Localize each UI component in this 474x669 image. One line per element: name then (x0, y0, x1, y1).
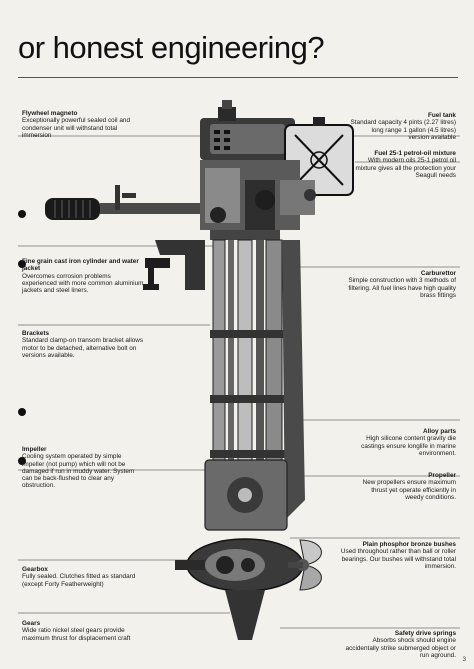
gearbox (175, 538, 304, 592)
callout-impeller-body: Cooling system operated by simple impell… (22, 453, 135, 490)
callout-bushes: Plain phosphor bronze bushes Used throug… (340, 541, 456, 570)
callout-carburettor-body: Simple construction with 3 methods of fi… (348, 277, 456, 299)
callout-fuel-tank-body: Standard capacity 4 pints (2.27 litres) … (350, 119, 457, 141)
callout-brackets-body: Standard clamp-on transom bracket allows… (22, 337, 144, 359)
binder-hole-4 (18, 457, 26, 465)
callout-springs-title: Safety drive springs (394, 630, 456, 637)
skeg (225, 590, 265, 640)
callout-impeller: Impeller Cooling system operated by simp… (22, 446, 140, 490)
propeller (288, 539, 322, 591)
callout-gears-body: Wide ratio nickel steel gears provide ma… (22, 627, 131, 642)
binder-hole-2 (18, 260, 26, 268)
headline-rule (18, 77, 458, 78)
callout-fuel-tank-title: Fuel tank (427, 112, 456, 119)
callout-alloy-body: High silicone content gravity die castin… (361, 435, 456, 457)
callout-carburettor: Carburettor Simple construction with 3 m… (345, 270, 456, 299)
callout-bushes-title: Plain phosphor bronze bushes (362, 541, 456, 548)
callout-flywheel: Flywheel magneto Exceptionally powerful … (22, 110, 147, 139)
binder-hole-3 (18, 408, 26, 416)
headline: or honest engineering? (18, 30, 325, 65)
binder-hole-1 (18, 210, 26, 218)
callout-bushes-body: Used throughout rather than ball or roll… (340, 548, 456, 570)
callout-flywheel-title: Flywheel magneto (22, 110, 78, 117)
callout-fuel-mixture-title: Fuel 25-1 petrol-oil mixture (374, 150, 456, 157)
callout-gearbox-title: Gearbox (22, 566, 48, 573)
callout-brackets: Brackets Standard clamp-on transom brack… (22, 330, 147, 359)
callout-impeller-title: Impeller (22, 446, 47, 453)
flywheel-housing (200, 100, 295, 160)
drive-leg (210, 230, 305, 531)
callout-propeller-title: Propeller (428, 472, 456, 479)
page-number: 3 (462, 657, 466, 663)
callout-gears-title: Gears (22, 620, 41, 627)
callout-fuel-mixture-body: With modern oils 25-1 petrol oil mixture… (355, 157, 456, 179)
transom-bracket (143, 240, 205, 290)
callout-alloy-title: Alloy parts (422, 428, 456, 435)
callout-propeller: Propeller New propellers ensure maximum … (355, 472, 456, 501)
callout-cylinder: Fine grain cast iron cylinder and water … (22, 258, 147, 294)
engine-block (200, 160, 316, 230)
callout-brackets-title: Brackets (22, 330, 50, 337)
callout-alloy: Alloy parts High silicone content gravit… (345, 428, 456, 457)
callout-flywheel-body: Exceptionally powerful sealed coil and c… (22, 117, 130, 139)
callout-gearbox: Gearbox Fully sealed. Clutches fitted as… (22, 566, 140, 588)
impeller-housing (204, 459, 288, 531)
callout-gears: Gears Wide ratio nickel steel gears prov… (22, 620, 140, 642)
callout-springs-body: Absorbs shock should engine accidentally… (345, 637, 456, 659)
callout-fuel-mixture: Fuel 25-1 petrol-oil mixture With modern… (355, 150, 456, 179)
callout-springs: Safety drive springs Absorbs shock shoul… (340, 630, 456, 659)
tiller-handle (45, 185, 210, 220)
callout-cylinder-title: Fine grain cast iron cylinder and water … (22, 258, 139, 273)
callout-carburettor-title: Carburettor (420, 270, 456, 277)
callout-propeller-body: New propellers ensure maximum thrust yet… (362, 479, 456, 501)
callout-gearbox-body: Fully sealed. Clutches fitted as standar… (22, 573, 136, 588)
callout-cylinder-body: Overcomes corrosion problems experienced… (22, 272, 144, 295)
callout-fuel-tank: Fuel tank Standard capacity 4 pints (2.2… (350, 112, 457, 141)
